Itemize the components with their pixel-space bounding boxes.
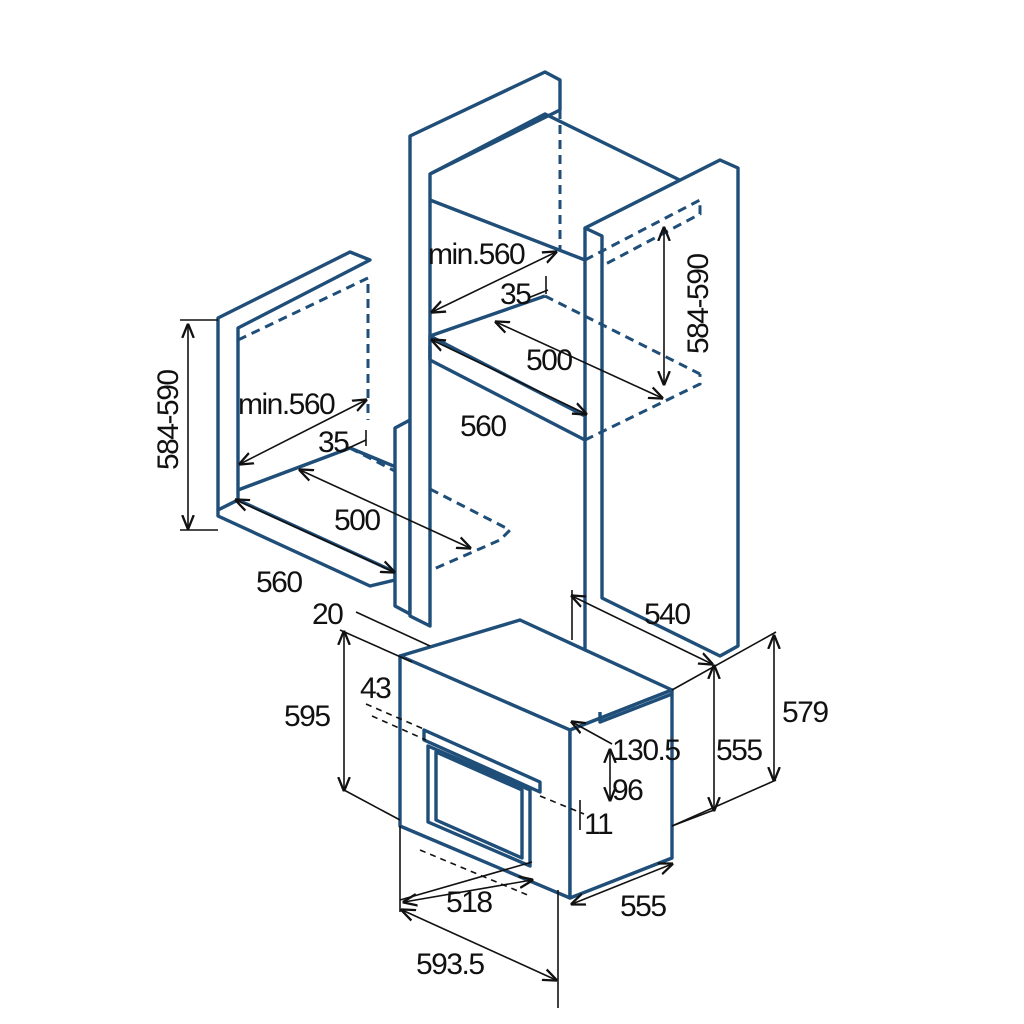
oven-panel-offset-label: 20: [312, 598, 343, 631]
left-min-width-label: min.560: [238, 388, 335, 421]
oven-depth-top-label: 540: [644, 598, 690, 631]
oven-body-height-label: 555: [716, 734, 762, 767]
left-height-label: 584-590: [152, 370, 185, 470]
tall-height-label: 584-590: [682, 254, 715, 354]
oven-side-height-label: 579: [782, 696, 828, 729]
tall-width-label: 560: [460, 410, 506, 443]
tall-depth-label: 500: [526, 344, 572, 377]
oven-rear-offset-label: 96: [612, 774, 643, 807]
oven-inner-width-label: 518: [446, 886, 492, 919]
oven-body-depth-label: 555: [620, 890, 666, 923]
oven-rear-depth-label: 130.5: [612, 734, 680, 767]
tall-gap-label: 35: [500, 278, 531, 311]
dimension-lines: [180, 228, 776, 1008]
tall-cabinet: [408, 70, 740, 658]
tall-min-width-label: min.560: [428, 238, 525, 271]
oven-rear-small-label: 11: [584, 808, 613, 841]
left-depth-label: 500: [334, 504, 380, 537]
oven-total-width-label: 593.5: [416, 948, 484, 981]
dimension-labels: 584-590 min.560 35 500 560 min.560 35 58…: [152, 238, 830, 981]
oven: [398, 618, 674, 900]
left-gap-label: 35: [318, 426, 349, 459]
oven-handle-offset-label: 43: [360, 672, 391, 705]
oven-total-height-label: 595: [284, 700, 330, 733]
left-width-label: 560: [256, 566, 302, 599]
